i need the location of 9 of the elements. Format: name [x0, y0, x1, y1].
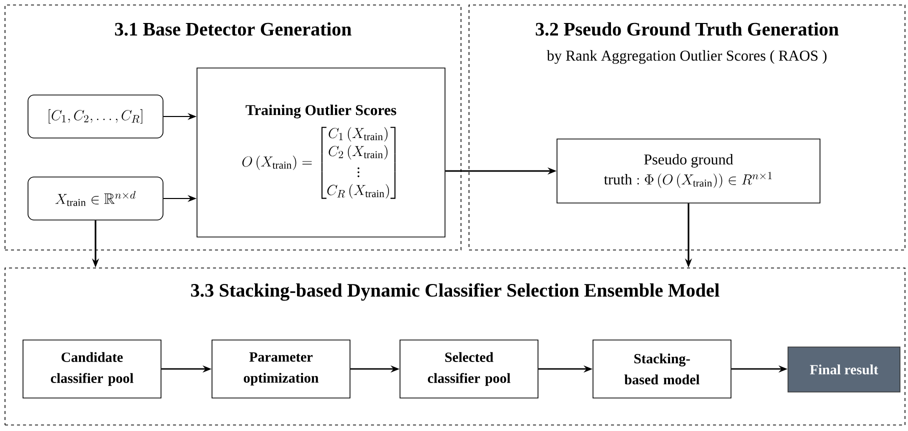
process-box: Candidate classifier pool	[22, 340, 162, 398]
result-box: Final result	[788, 346, 900, 392]
process-box: Selected classifier pool	[400, 340, 538, 398]
scores-box: Training Outlier Scores $O\left(X_{\mathrm{train}}\right)=\begin{bmatrix}C_1\left(X_{\mathrm{train}}\right)\\ C_2\left(X_{\mathrm{train}}\right)\\ \vdots\\ C_R\left(X_{\mathrm{train}}\right)\end{bmatrix}$	[196, 68, 446, 238]
process-box: Pseudo ground $\mathrm{truth}:\Phi\left(O\left(X_{\mathrm{train}}\right)\right)\in R^{n\times 1}$	[556, 138, 820, 204]
input-box: $X_{\mathrm{train}} \in \mathbb{R}^{n\times d}$	[28, 176, 164, 220]
process-box: Parameter optimization	[212, 340, 350, 398]
input-box: $[C_1, C_2, \ldots, C_R]$	[28, 94, 164, 138]
process-box: Stacking-based model	[592, 340, 732, 398]
